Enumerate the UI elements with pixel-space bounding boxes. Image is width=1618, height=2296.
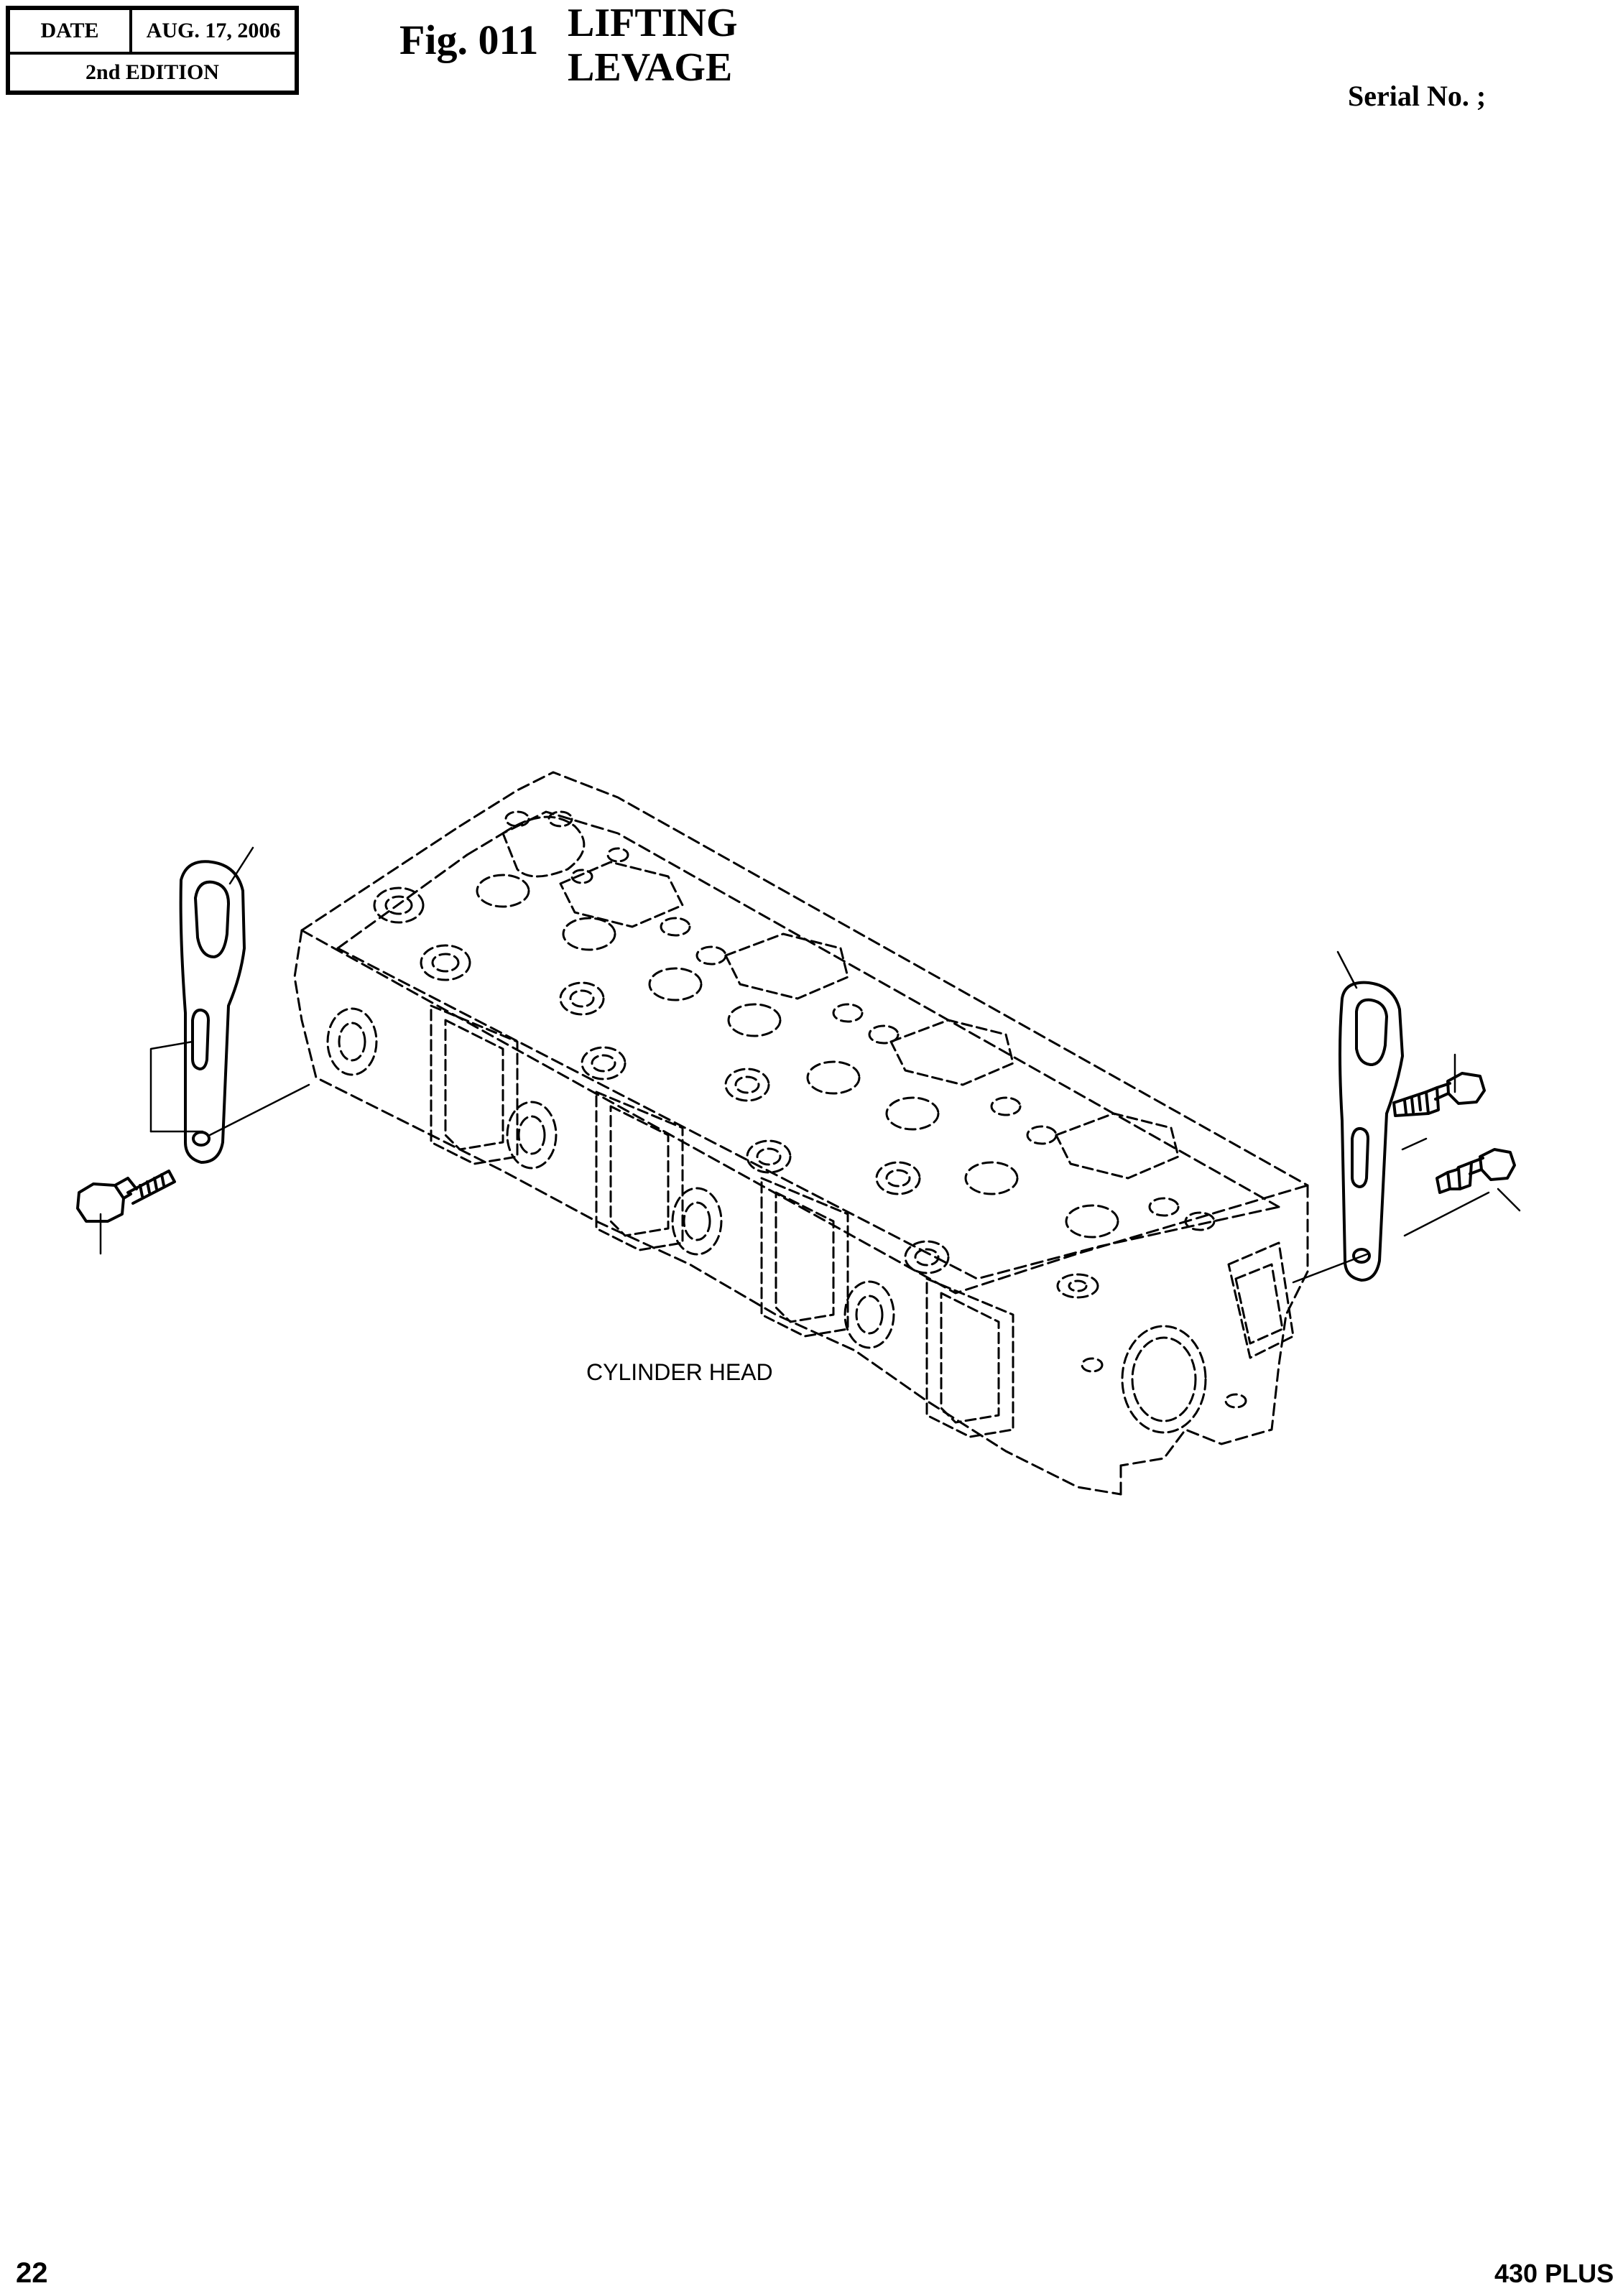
date-value: AUG. 17, 2006 [146,19,281,42]
right-lifting-bracket [1339,981,1404,1282]
header-date-row: DATE AUG. 17, 2006 [10,10,295,55]
right-leader-lines [1292,950,1521,1284]
right-upper-bolt [1392,1072,1486,1117]
page-number: 22 [16,2257,48,2289]
header-info-box: DATE AUG. 17, 2006 2nd EDITION [6,6,299,95]
left-bolt [76,1170,176,1223]
left-lifting-bracket [179,860,246,1164]
cylinder-head-caption: CYLINDER HEAD [586,1359,773,1385]
date-label: DATE [10,10,132,52]
top-port-bosses [476,810,1216,1299]
end-face-details [1081,1241,1295,1434]
cylinder-head-outline [293,771,1309,1496]
serial-number-label: Serial No. ; [1348,80,1487,112]
figure-title-english: LIFTING [568,1,738,45]
left-leader-lines [99,846,310,1255]
right-lower-bolt [1436,1148,1516,1194]
model-name: 430 PLUS [1494,2259,1614,2288]
figure-number: Fig. 011 [399,17,539,63]
figure-title-french: LEVAGE [568,45,733,90]
front-port-flanges [326,887,1014,1438]
edition-label: 2nd EDITION [85,60,219,84]
